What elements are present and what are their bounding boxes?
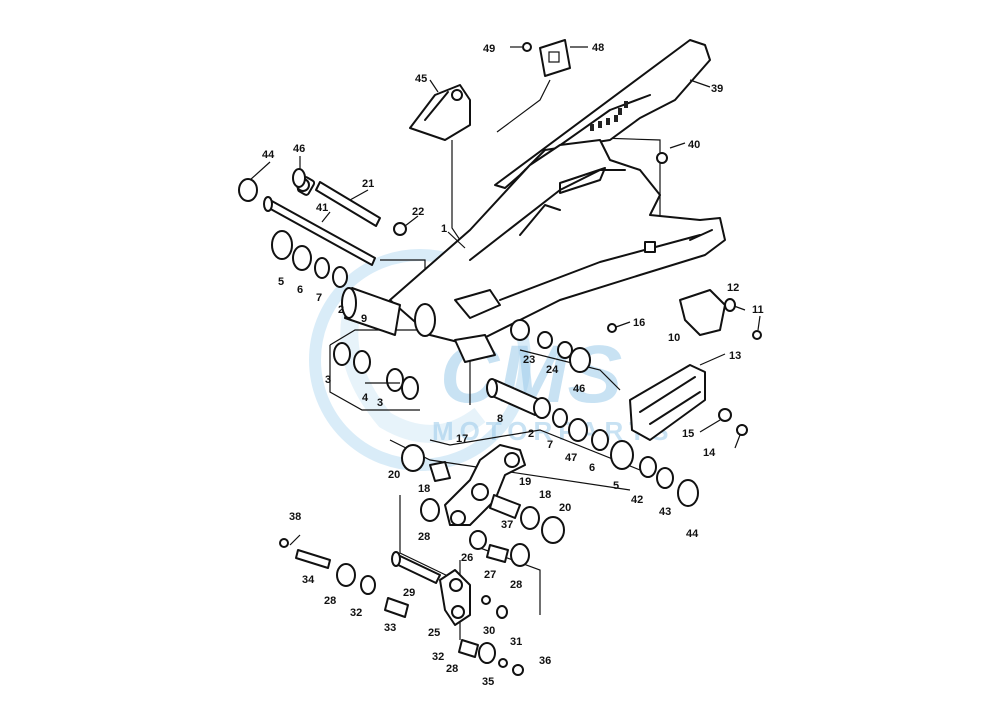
label-7b: 7	[547, 439, 553, 451]
label-28a: 28	[418, 531, 430, 543]
label-37: 37	[501, 519, 513, 531]
label-35: 35	[482, 676, 494, 688]
label-13: 13	[729, 350, 741, 362]
label-43: 43	[659, 506, 671, 518]
label-5: 5	[278, 276, 284, 288]
label-46b: 46	[573, 383, 585, 395]
label-44b: 44	[686, 528, 699, 540]
label-38: 38	[289, 511, 301, 523]
label-5b: 5	[613, 480, 619, 492]
label-4: 4	[362, 392, 369, 404]
chain-guide-39	[494, 39, 711, 189]
label-16: 16	[633, 317, 645, 329]
guard-45	[409, 84, 471, 141]
plate-48	[522, 39, 571, 77]
bolt-34	[279, 538, 331, 569]
label-32b: 32	[432, 651, 444, 663]
label-23: 23	[523, 354, 535, 366]
label-19: 19	[519, 476, 531, 488]
label-11: 11	[752, 304, 764, 316]
part-number-labels: 49 48 39 45 40 44 46 21 41 22 1 5 6 7 2 …	[262, 42, 764, 688]
label-31: 31	[510, 636, 522, 648]
label-14: 14	[703, 447, 716, 459]
connecting-rod-25	[439, 569, 471, 626]
label-3a: 3	[325, 374, 331, 386]
label-29: 29	[403, 587, 415, 599]
label-22: 22	[412, 206, 424, 218]
label-40: 40	[688, 139, 700, 151]
pivot-axle-21	[296, 176, 381, 227]
label-leaders	[249, 46, 761, 546]
label-9: 9	[361, 313, 367, 325]
label-47: 47	[565, 452, 577, 464]
label-7: 7	[316, 292, 322, 304]
label-28b: 28	[510, 579, 522, 591]
swingarm-body	[389, 139, 726, 346]
pivot-tube-9	[341, 287, 436, 337]
label-18a: 18	[418, 483, 430, 495]
label-41: 41	[316, 202, 328, 214]
label-45: 45	[415, 73, 427, 85]
label-8: 8	[497, 413, 503, 425]
needle-bearings	[333, 342, 419, 400]
label-2b: 2	[528, 428, 534, 440]
chain-puller-10	[607, 152, 762, 340]
label-44: 44	[262, 149, 275, 161]
label-18b: 18	[539, 489, 551, 501]
label-49: 49	[483, 43, 495, 55]
label-20b: 20	[559, 502, 571, 514]
label-30: 30	[483, 625, 495, 637]
label-48: 48	[592, 42, 604, 54]
label-6b: 6	[589, 462, 595, 474]
relay-bushings	[401, 444, 565, 567]
label-28c: 28	[324, 595, 336, 607]
label-32a: 32	[350, 607, 362, 619]
bolt-29	[391, 551, 441, 584]
label-21: 21	[362, 178, 374, 190]
label-17: 17	[456, 433, 468, 445]
label-26: 26	[461, 552, 473, 564]
label-24: 24	[546, 364, 559, 376]
label-42: 42	[631, 494, 643, 506]
label-20a: 20	[388, 469, 400, 481]
label-15: 15	[682, 428, 694, 440]
label-10: 10	[668, 332, 680, 344]
label-33: 33	[384, 622, 396, 634]
label-12: 12	[727, 282, 739, 294]
label-46: 46	[293, 143, 305, 155]
label-39: 39	[711, 83, 723, 95]
pivot-bushings	[238, 168, 407, 288]
label-6: 6	[297, 284, 303, 296]
label-1: 1	[441, 223, 447, 235]
label-28d: 28	[446, 663, 458, 675]
label-25: 25	[428, 627, 440, 639]
lower-link-bushings	[336, 563, 524, 676]
chain-slider-13	[629, 364, 748, 441]
label-27: 27	[484, 569, 496, 581]
lower-pivot-parts	[454, 319, 699, 507]
label-2: 2	[338, 304, 344, 316]
relay-arm-17	[444, 444, 526, 526]
label-36: 36	[539, 655, 551, 667]
label-34: 34	[302, 574, 315, 586]
label-3b: 3	[377, 397, 383, 409]
pivot-axle-41	[263, 196, 376, 266]
